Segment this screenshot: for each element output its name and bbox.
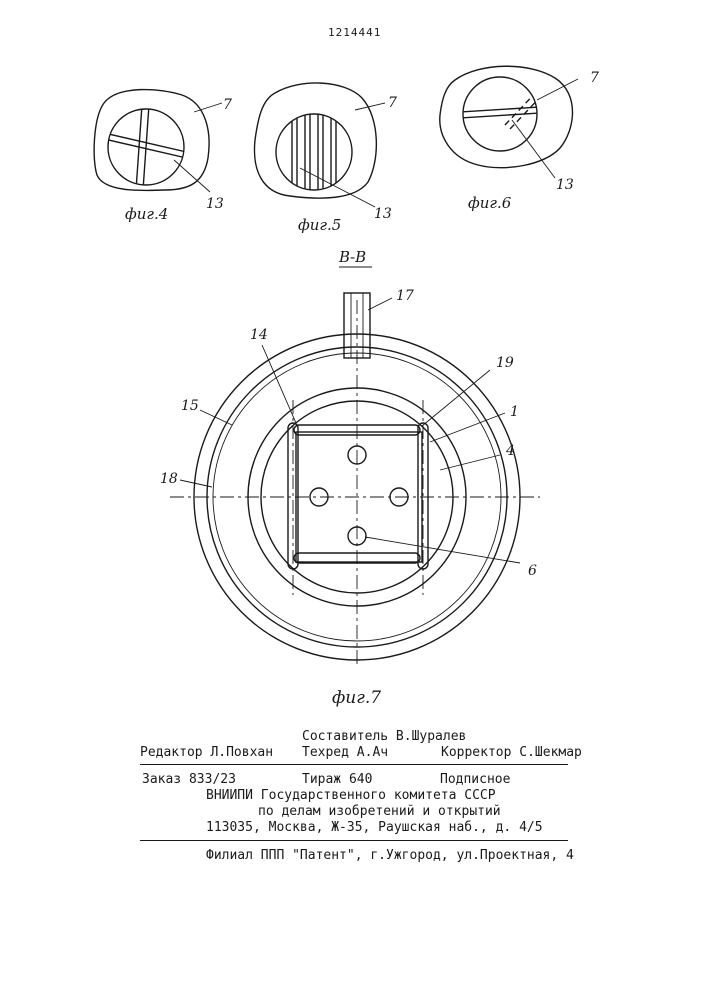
subscription-line: Подписное xyxy=(440,772,510,787)
fig5-caption: фиг.5 xyxy=(298,216,341,234)
fig4-ref-7: 7 xyxy=(223,97,232,113)
circulation-line: Тираж 640 xyxy=(302,772,372,787)
techred-line: Техред А.Ач xyxy=(302,745,388,760)
patent-number: 1214441 xyxy=(328,26,381,39)
address-line: 113035, Москва, Ж-35, Раушская наб., д. … xyxy=(206,820,543,835)
fig7-caption: фиг.7 xyxy=(332,688,381,708)
branch-line: Филиал ППП "Патент", г.Ужгород, ул.Проек… xyxy=(206,848,574,863)
org-line-2: по делам изобретений и открытий xyxy=(258,804,501,819)
figure-4-drawing xyxy=(94,90,222,192)
fig7-ref-6: 6 xyxy=(528,563,537,579)
order-line: Заказ 833/23 xyxy=(142,772,236,787)
compiler-line: Составитель В.Шуралев xyxy=(302,729,466,744)
fig4-caption: фиг.4 xyxy=(125,205,168,223)
fig6-caption: фиг.6 xyxy=(468,194,511,212)
section-title: В-В xyxy=(339,248,366,266)
fig7-ref-17: 17 xyxy=(396,288,414,304)
colophon-rule-top xyxy=(140,764,568,765)
fig6-ref-7: 7 xyxy=(590,70,599,86)
fig7-ref-4: 4 xyxy=(506,443,515,459)
fig5-ref-7: 7 xyxy=(388,95,397,111)
corrector-line: Корректор С.Шекмар xyxy=(441,745,582,760)
fig4-ref-13: 13 xyxy=(206,196,224,212)
fig6-ref-13: 13 xyxy=(556,177,574,193)
figure-7-drawing xyxy=(170,293,540,665)
fig7-ref-18: 18 xyxy=(160,471,178,487)
fig7-ref-1: 1 xyxy=(510,404,519,420)
figure-6-drawing xyxy=(440,66,578,178)
org-line-1: ВНИИПИ Государственного комитета СССР xyxy=(206,788,496,803)
fig5-rods xyxy=(292,110,336,195)
fig7-ref-19: 19 xyxy=(496,355,514,371)
fig5-ref-13: 13 xyxy=(374,206,392,222)
colophon-rule-bottom xyxy=(140,840,568,841)
figure-5-drawing xyxy=(254,83,385,207)
fig7-ref-14: 14 xyxy=(250,327,268,343)
fig7-ref-15: 15 xyxy=(181,398,199,414)
editor-line: Редактор Л.Повхан xyxy=(140,745,273,760)
